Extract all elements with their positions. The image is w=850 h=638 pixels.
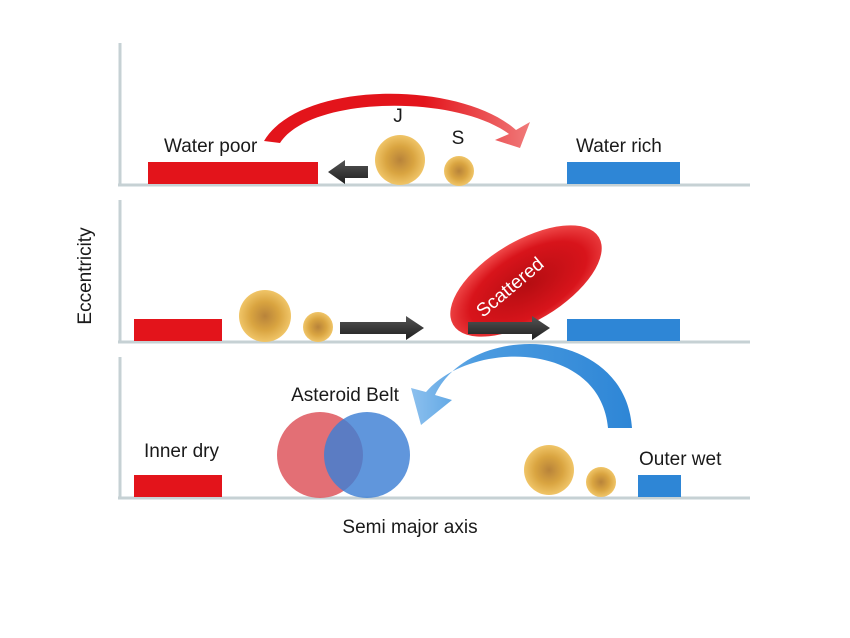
saturn-label: S [452, 128, 465, 149]
inner-dry-label: Inner dry [144, 441, 219, 462]
y-axis-label: Eccentricity [75, 227, 96, 325]
outward-arrow-icon [340, 316, 424, 340]
jupiter-planet-bottom [524, 445, 574, 495]
wet-bar-middle [567, 319, 680, 341]
scattered-ellipse: Scattered [450, 225, 602, 337]
dry-bar-middle [134, 319, 222, 341]
migration-arc-red [264, 93, 530, 148]
saturn-planet-bottom [586, 467, 616, 497]
saturn-planet [444, 156, 474, 186]
asteroid-belt-label: Asteroid Belt [291, 385, 399, 406]
asteroid-belt [277, 412, 410, 498]
return-arc-blue [411, 343, 632, 428]
panel-top-axes [118, 43, 750, 187]
jupiter-label: J [393, 106, 403, 127]
water-rich-bar [567, 162, 680, 184]
x-axis-label: Semi major axis [342, 517, 477, 538]
jupiter-planet [375, 135, 425, 185]
inner-dry-bar [134, 475, 222, 497]
scatter-arrow-icon [468, 316, 550, 340]
water-poor-label: Water poor [164, 136, 258, 157]
inward-arrow-icon [328, 160, 368, 184]
saturn-planet-middle [303, 312, 333, 342]
panel-middle-axes [118, 200, 750, 344]
water-rich-label: Water rich [576, 136, 662, 157]
water-poor-bar [148, 162, 318, 184]
panel-bottom-axes [118, 357, 750, 500]
outer-wet-bar [638, 475, 681, 497]
outer-wet-label: Outer wet [639, 449, 722, 470]
jupiter-planet-middle [239, 290, 291, 342]
